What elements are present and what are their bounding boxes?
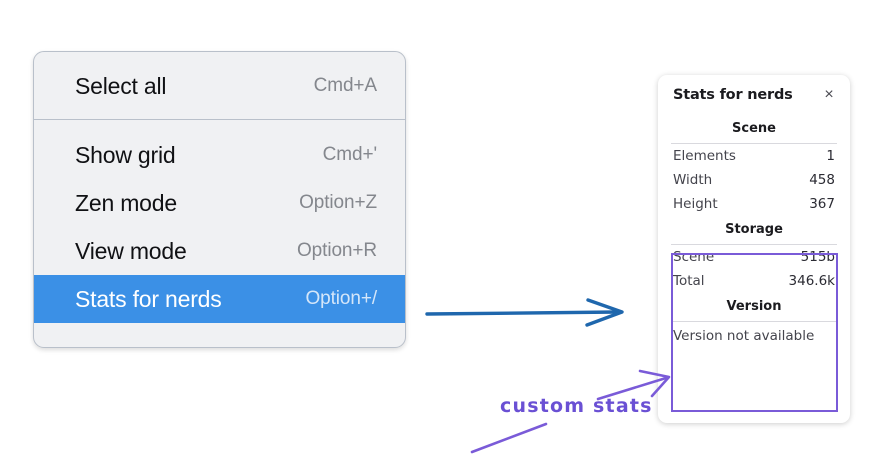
stat-value: 1 [826, 148, 835, 164]
menu-group-top: Select all Cmd+A [34, 52, 405, 119]
stat-row-elements: Elements 1 [667, 144, 841, 168]
stat-label: Scene [673, 249, 715, 265]
stats-panel-header: Stats for nerds × [667, 75, 841, 115]
section-divider [671, 244, 837, 245]
close-icon[interactable]: × [824, 86, 834, 103]
version-note: Version not available [673, 328, 815, 344]
section-divider [671, 321, 837, 322]
section-heading-scene: Scene [732, 121, 776, 136]
custom-stats-group: Storage Scene 515b Total 346.6k Version … [667, 216, 841, 348]
menu-item-shortcut: Option+R [297, 240, 377, 261]
stat-value: 515b [800, 249, 835, 265]
menu-item-label: Select all [75, 72, 167, 99]
menu-item-label: Zen mode [75, 189, 177, 216]
stat-value: 346.6k [788, 273, 835, 289]
stat-value: 367 [809, 196, 835, 212]
menu-item-shortcut: Option+/ [305, 288, 377, 309]
menu-item-zen-mode[interactable]: Zen mode Option+Z [34, 179, 405, 227]
stat-row-width: Width 458 [667, 168, 841, 192]
stat-label: Height [673, 196, 718, 212]
menu-item-shortcut: Option+Z [299, 192, 377, 213]
menu-item-show-grid[interactable]: Show grid Cmd+' [34, 131, 405, 179]
menu-group-bottom: Show grid Cmd+' Zen mode Option+Z View m… [34, 120, 405, 336]
blue-arrow [425, 298, 624, 327]
menu-item-label: Stats for nerds [75, 285, 222, 312]
menu-item-label: View mode [75, 237, 187, 264]
stat-label: Total [673, 273, 705, 289]
stat-row-height: Height 367 [667, 192, 841, 216]
stats-for-nerds-panel: Stats for nerds × Scene Elements 1 Width… [658, 75, 850, 423]
menu-item-view-mode[interactable]: View mode Option+R [34, 227, 405, 275]
stats-panel-title: Stats for nerds [673, 87, 793, 103]
menu-separator [34, 119, 405, 120]
stat-row-storage-total: Total 346.6k [667, 269, 841, 293]
menu-item-label: Show grid [75, 141, 176, 168]
context-menu[interactable]: Select all Cmd+A Show grid Cmd+' Zen mod… [33, 51, 406, 348]
section-heading-storage: Storage [725, 222, 783, 237]
menu-item-stats-for-nerds[interactable]: Stats for nerds Option+/ [34, 275, 405, 323]
stat-row-storage-scene: Scene 515b [667, 245, 841, 269]
section-heading-version: Version [726, 299, 782, 314]
annotation-caption: custom stats [500, 395, 653, 417]
section-divider [671, 143, 837, 144]
menu-item-select-all[interactable]: Select all Cmd+A [34, 62, 405, 110]
stat-value: 458 [809, 172, 835, 188]
menu-item-shortcut: Cmd+' [322, 144, 377, 165]
purple-arrow-lower [470, 422, 548, 454]
stat-label: Width [673, 172, 713, 188]
menu-item-shortcut: Cmd+A [313, 75, 377, 96]
stat-label: Elements [673, 148, 736, 164]
